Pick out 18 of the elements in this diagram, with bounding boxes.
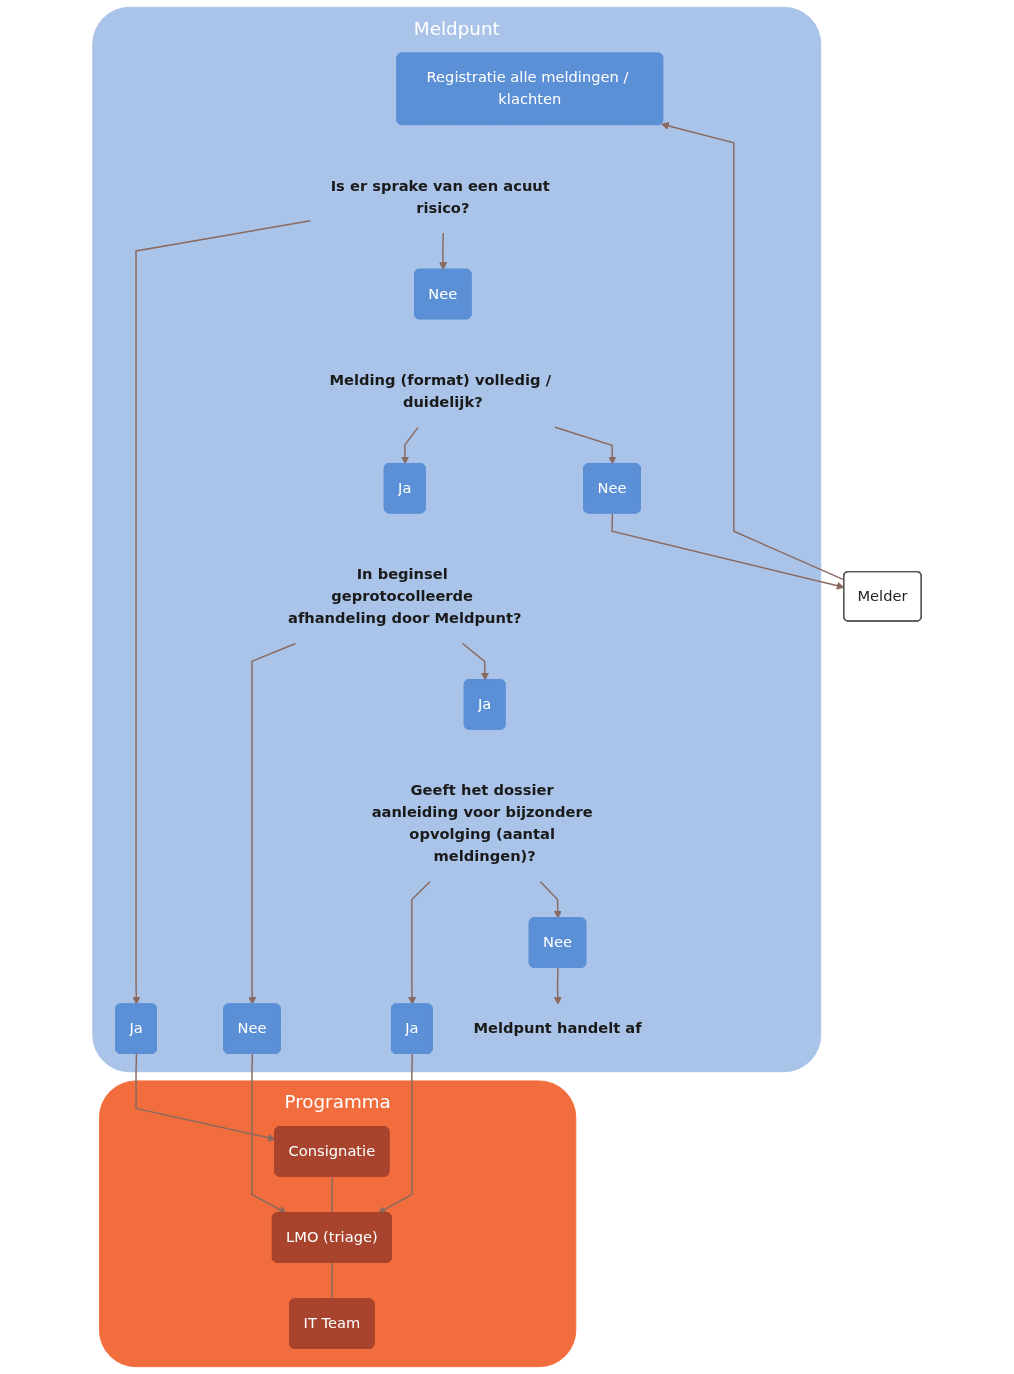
node-text: In beginsel geprotocolleerde afhandeling door Meldpunt? xyxy=(288,565,522,627)
node-text: Melding (format) volledig / duidelijk? xyxy=(329,370,551,411)
arrow xyxy=(439,232,448,271)
node-text: Geeft het dossier aanleiding voor bijzondere opvolging (aantal meldingen)? xyxy=(371,781,593,865)
arrow xyxy=(132,220,312,1005)
arrow xyxy=(461,642,489,681)
arrow xyxy=(408,880,431,1005)
arrow xyxy=(248,642,297,1005)
arrow xyxy=(554,426,617,465)
arrow xyxy=(251,1053,287,1214)
arrow xyxy=(401,426,419,465)
node-text: Meldpunt handelt af xyxy=(473,1019,642,1037)
node-text: Is er sprake van een acuut risico? xyxy=(330,176,550,217)
arrow xyxy=(539,880,562,919)
arrow xyxy=(553,967,562,1005)
connector xyxy=(331,1175,334,1214)
arrow xyxy=(135,1053,276,1142)
arrow xyxy=(377,1053,414,1214)
